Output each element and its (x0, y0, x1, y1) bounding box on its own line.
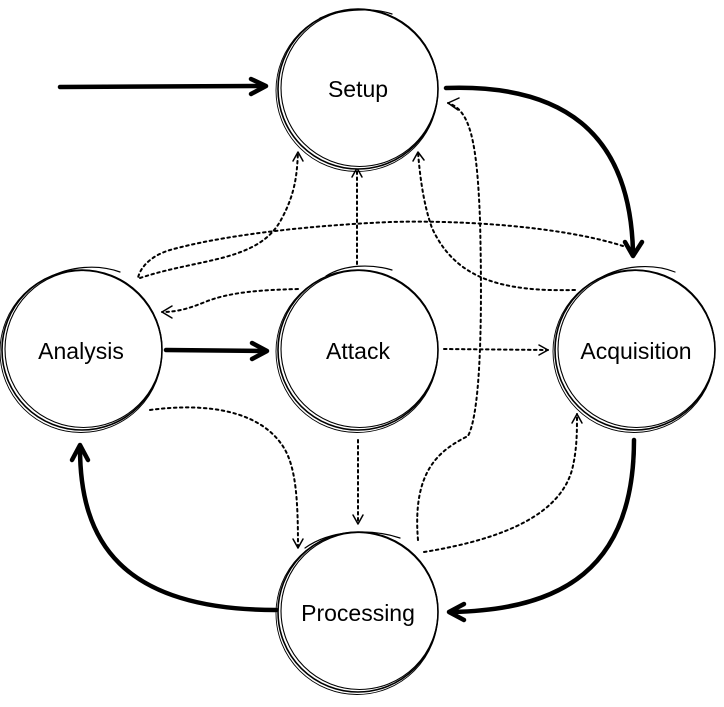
edge-analysis-to-processing (149, 406, 299, 549)
arrowhead-acquisition-to-processing (446, 601, 467, 623)
arrowhead-attack-to-processing (352, 514, 364, 525)
node-analysis: Analysis (0, 266, 163, 433)
arrowhead-analysis-to-processing (292, 538, 304, 549)
edge-processing-to-acquisition (423, 413, 578, 553)
edge-setup-to-acquisition (443, 85, 636, 255)
edge-attack-to-analysis (161, 288, 299, 313)
arrowhead-setup-to-acquisition (622, 239, 645, 259)
arrowhead-analysis-to-setup (292, 151, 304, 162)
edge-acquisition-to-processing (449, 437, 637, 615)
edge-processing-to-setup (416, 102, 482, 541)
arrowhead-to-analysis (161, 305, 173, 319)
node-analysis-label: Analysis (38, 338, 124, 364)
node-attack-label: Attack (326, 338, 390, 364)
edge-analysis-to-attack (163, 347, 265, 354)
edge-start-to-setup (57, 83, 266, 90)
edge-acquisition-to-analysis (137, 220, 624, 279)
node-setup: Setup (275, 8, 439, 172)
arrowhead-processing-to-analysis (69, 442, 91, 463)
dotted-links (137, 97, 624, 553)
main-cycle (57, 76, 645, 623)
arrowhead-analysis-to-attack (249, 340, 270, 362)
node-processing: Processing (275, 531, 439, 695)
node-acquisition: Acquisition (552, 266, 716, 433)
arrowhead-processing-to-acquisition (571, 413, 583, 424)
arrowhead-acquisition-to-setup (412, 151, 425, 162)
arrowhead-start-to-setup (248, 76, 269, 97)
edge-processing-to-analysis (77, 445, 279, 613)
arrowhead-attack-to-acquisition (538, 344, 549, 356)
node-acquisition-label: Acquisition (580, 338, 691, 364)
node-attack: Attack (275, 265, 439, 433)
node-processing-label: Processing (301, 600, 415, 626)
edge-analysis-to-setup (139, 151, 299, 279)
node-setup-label: Setup (328, 76, 388, 102)
arrowhead-processing-to-setup (447, 97, 460, 111)
edge-attack-to-acquisition (443, 348, 549, 351)
edge-acquisition-to-setup (417, 151, 576, 292)
